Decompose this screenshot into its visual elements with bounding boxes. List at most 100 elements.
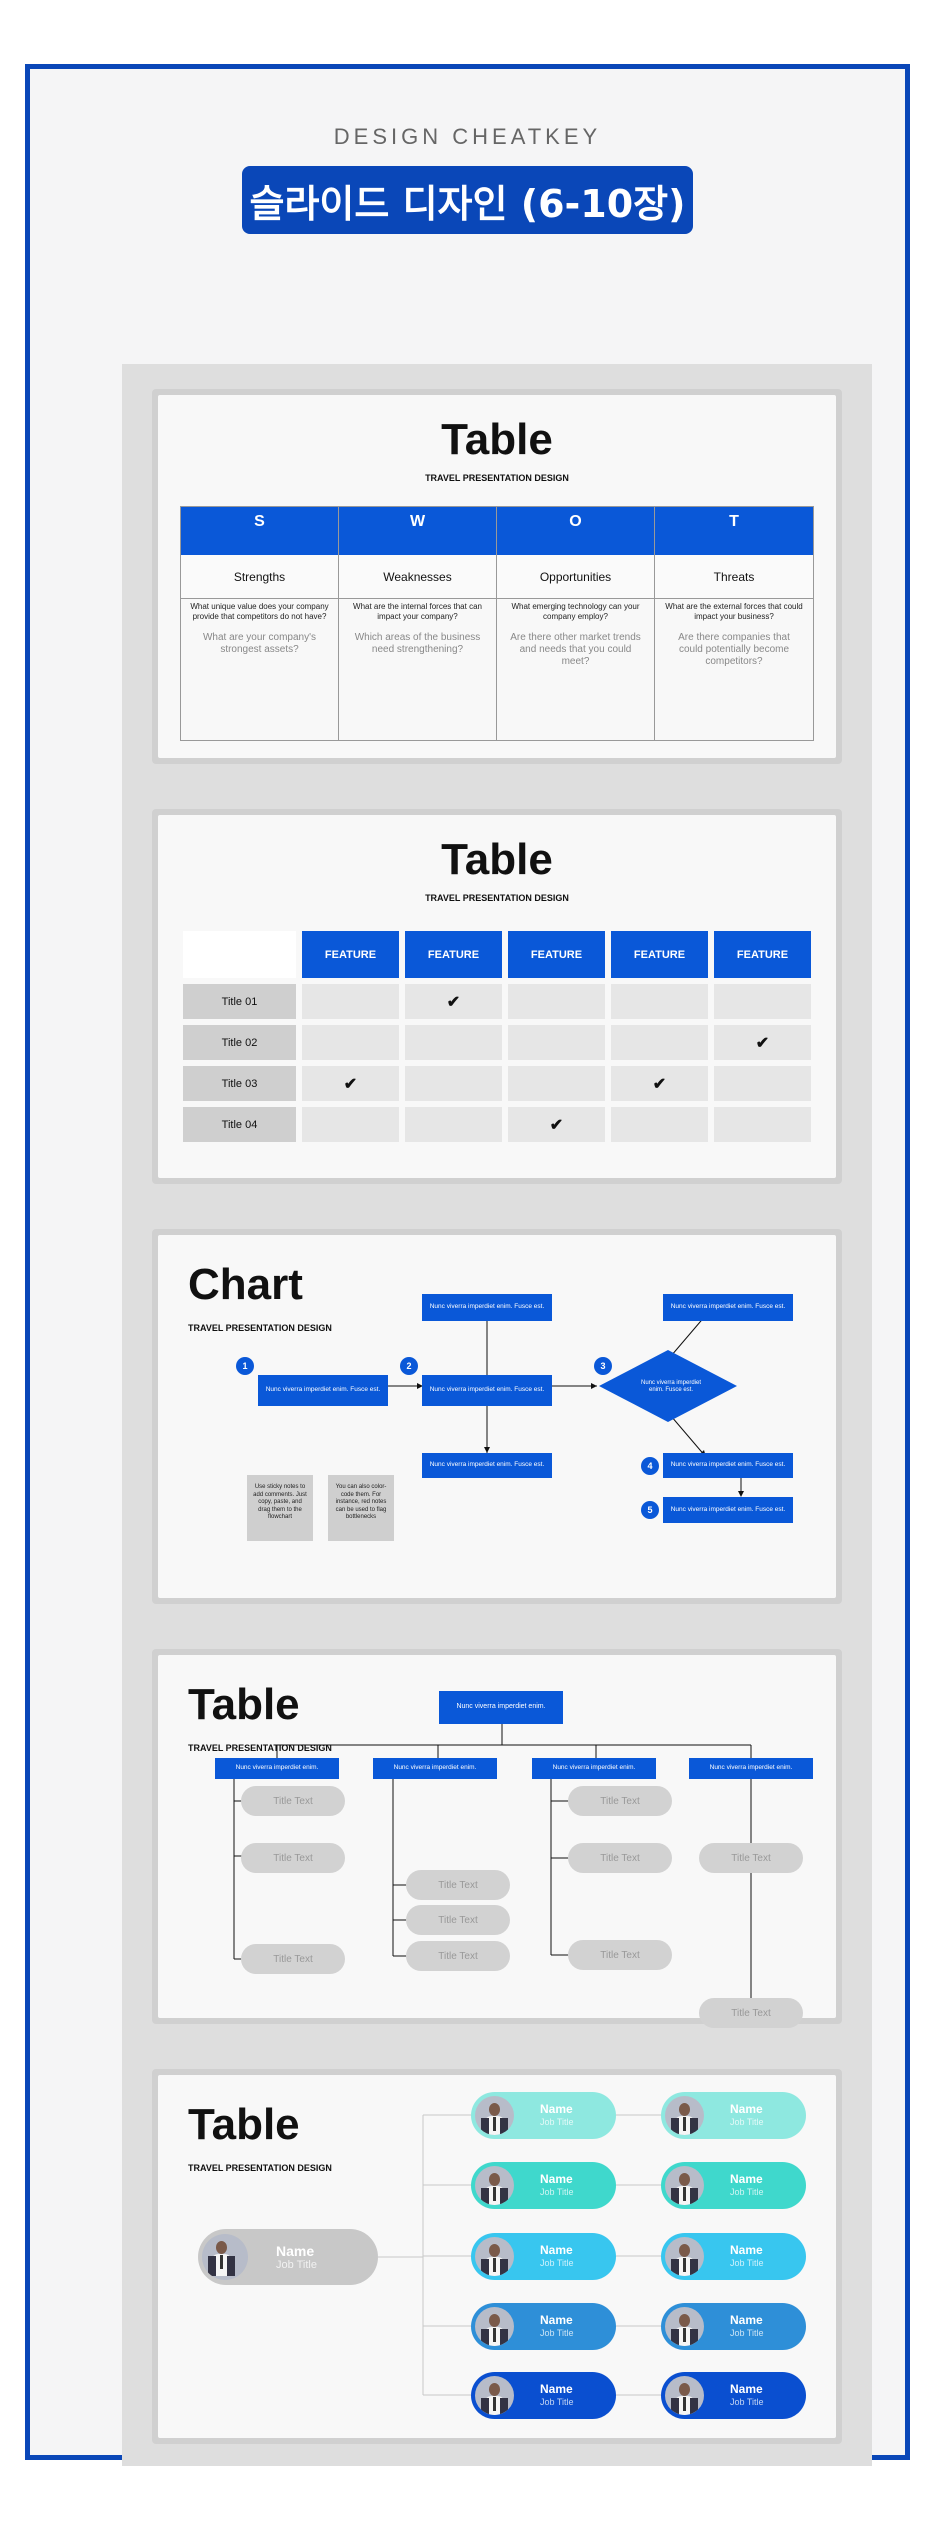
person-name: Name [730,2102,763,2117]
slide-flowchart: Chart TRAVEL PRESENTATION DESIGN [158,1235,836,1598]
swot-question: What are the internal forces that can im… [353,602,482,621]
feature-cell: ✔ [508,1107,605,1142]
row-label: Title 01 [183,984,296,1019]
swot-hint: What are your company's strongest assets… [202,632,317,655]
tree-root: Nunc viverra imperdiet enim. [439,1691,563,1724]
person-name: Name [540,2313,573,2328]
decision-label: Nunc viverra imperdiet enim. Fusce est. [640,1379,702,1394]
feature-cell: ✔ [611,1066,708,1101]
slide-team-card[interactable]: Table TRAVEL PRESENTATION DESIGN [152,2069,842,2444]
slide-title: Table [441,835,553,884]
tree-branch: Nunc viverra imperdiet enim. [215,1758,339,1779]
slide-tree-card[interactable]: Table TRAVEL PRESENTATION DESIGN [152,1649,842,2028]
person-job-title: Job Title [730,2117,764,2128]
person-avatar [665,2096,704,2135]
tree-leaf: Title Text [406,1941,510,1971]
flow-box: Nunc viverra imperdiet enim. Fusce est. [663,1294,793,1321]
flow-box: Nunc viverra imperdiet enim. Fusce est. [663,1497,793,1523]
step-number: 4 [641,1457,659,1475]
tree-branch: Nunc viverra imperdiet enim. [689,1758,813,1779]
swot-hint: Which areas of the business need strengt… [354,632,481,655]
feature-row: Title 01 ✔ [183,984,813,1019]
flow-box: Nunc viverra imperdiet enim. Fusce est. [258,1375,388,1406]
swot-column: T Threats What are the external forces t… [655,507,813,740]
swot-hint: Are there other market trends and needs … [510,632,641,667]
feature-header: FEATURE [508,931,605,978]
feature-header: FEATURE [405,931,502,978]
slide-subtitle: TRAVEL PRESENTATION DESIGN [188,1323,332,1333]
person-name: Name [540,2172,573,2187]
feature-cell [302,984,399,1019]
swot-heading: Weaknesses [339,555,496,599]
feature-cell: ✔ [405,984,502,1019]
slide-subtitle: TRAVEL PRESENTATION DESIGN [425,473,569,483]
slide-gallery: Table TRAVEL PRESENTATION DESIGN S Stren… [122,364,872,2466]
slide-flowchart-card[interactable]: Chart TRAVEL PRESENTATION DESIGN [152,1229,842,1604]
person-name: Name [540,2382,573,2397]
person-name: Name [730,2172,763,2187]
feature-header: FEATURE [302,931,399,978]
person-name: Name [730,2243,763,2258]
swot-question: What emerging technology can your compan… [511,602,640,621]
swot-letter: W [339,507,496,555]
feature-cell [714,1066,811,1101]
person-job-title: Job Title [276,2258,317,2271]
swot-column: O Opportunities What emerging technology… [497,507,655,740]
tree-leaf: Title Text [568,1940,672,1970]
swot-table: S Strengths What unique value does your … [180,506,814,741]
sticky-note: You can also color-code them. For instan… [328,1475,394,1541]
slide-swot: Table TRAVEL PRESENTATION DESIGN S Stren… [158,395,836,758]
feature-cell [714,984,811,1019]
person-avatar [665,2307,704,2346]
person-avatar [475,2237,514,2276]
feature-cell [508,984,605,1019]
page-frame: DESIGN CHEATKEY 슬라이드 디자인 (6-10장) Table T… [25,64,910,2466]
swot-letter: O [497,507,654,555]
team-lead-card[interactable]: Name Job Title [198,2229,378,2285]
tree-leaf: Title Text [241,1944,345,1974]
feature-cell [405,1025,502,1060]
step-number: 2 [400,1357,418,1375]
flow-box: Nunc viverra imperdiet enim. Fusce est. [422,1375,552,1406]
slide-subtitle: TRAVEL PRESENTATION DESIGN [188,1743,332,1753]
tree-branch: Nunc viverra imperdiet enim. [532,1758,656,1779]
feature-cell [405,1107,502,1142]
tree-branch: Nunc viverra imperdiet enim. [373,1758,497,1779]
grid-corner [183,931,296,978]
feature-row: Title 03 ✔ ✔ [183,1066,813,1101]
swot-question: What are the external forces that could … [665,602,803,621]
person-job-title: Job Title [540,2187,574,2198]
step-number: 5 [641,1501,659,1519]
team-connectors [378,2114,661,2396]
person-avatar [475,2096,514,2135]
flow-box: Nunc viverra imperdiet enim. Fusce est. [663,1453,793,1478]
slide-swot-card[interactable]: Table TRAVEL PRESENTATION DESIGN S Stren… [152,389,842,764]
step-number: 1 [236,1357,254,1375]
person-job-title: Job Title [730,2328,764,2339]
eyebrow-label: DESIGN CHEATKEY [333,124,602,149]
tree-leaf: Title Text [241,1786,345,1816]
slide-title: Table [188,1680,300,1729]
tree-leaf: Title Text [568,1843,672,1873]
flow-box: Nunc viverra imperdiet enim. Fusce est. [422,1453,552,1478]
person-name: Name [540,2102,573,2117]
person-name: Name [730,2382,763,2397]
slide-tree: Table TRAVEL PRESENTATION DESIGN [158,1655,836,2028]
tree-leaf: Title Text [699,1843,803,1873]
slide-team: Table TRAVEL PRESENTATION DESIGN [158,2075,836,2438]
step-number: 3 [594,1357,612,1375]
slide-features-card[interactable]: Table TRAVEL PRESENTATION DESIGN FEATURE… [152,809,842,1184]
person-job-title: Job Title [730,2397,764,2408]
feature-cell [611,1025,708,1060]
person-avatar [665,2237,704,2276]
